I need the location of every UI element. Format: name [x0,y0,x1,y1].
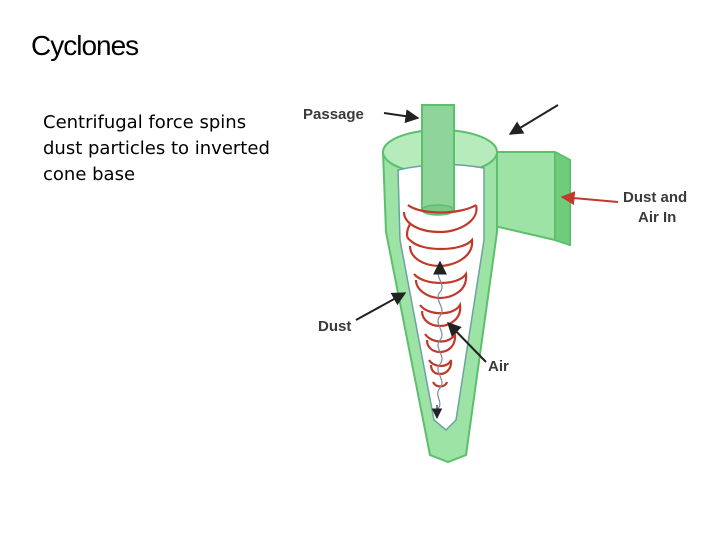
label-passage: Passage [303,106,364,123]
label-air-in: Air In [638,209,676,226]
passage-tube [421,104,455,216]
label-dust-and: Dust and [623,189,687,206]
label-air: Air [488,358,509,375]
top-pointer-arrow [508,104,559,135]
cyclone-diagram: Passage Dust and Air In Dust Air [280,95,720,475]
passage-pointer-arrow [383,109,420,124]
air-pointer-arrow [447,321,487,363]
inlet-flow-arrow [560,191,619,206]
dust-pointer-arrow [355,292,407,321]
air-spiral [436,267,443,411]
cyclone-illustration: Passage Dust and Air In Dust Air [303,104,687,464]
slide-body-text: Centrifugal force spins dust particles t… [43,112,270,185]
slide-title: Cyclones [31,30,139,61]
label-dust: Dust [318,318,351,335]
